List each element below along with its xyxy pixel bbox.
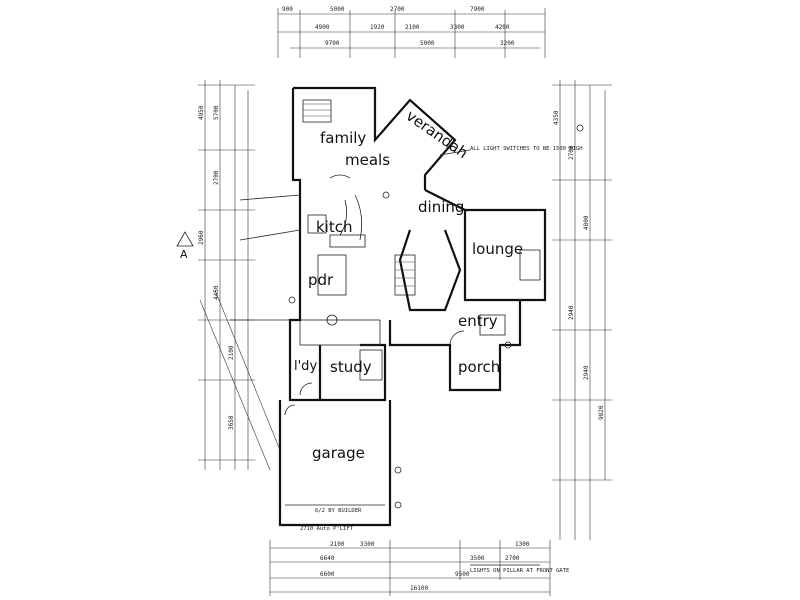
room-label-dining: dining (418, 198, 464, 216)
dim-bottom-2: 3300 (360, 541, 375, 548)
interior-details (230, 99, 584, 566)
room-label-ldy: l'dy (294, 359, 317, 374)
dim-top-12: 3200 (500, 40, 515, 47)
dim-left-4: 2960 (198, 230, 205, 245)
top-dimension-lines (277, 8, 546, 58)
room-label-porch: porch (458, 358, 500, 376)
dim-bottom-4: 6640 (320, 555, 335, 562)
dim-bottom-total: 16100 (410, 585, 428, 592)
room-label-lounge: lounge (472, 240, 523, 258)
dim-top-8: 3300 (450, 24, 465, 31)
note-veranda: ALL LIGHT SWITCHES TO BE 1500 HIGH (470, 146, 583, 152)
right-dimension-lines (552, 80, 612, 540)
dim-top-7: 2100 (405, 24, 420, 31)
dim-left-6: 2100 (228, 345, 235, 360)
note-lights: LIGHTS ON PILLAR AT FRONT GATE (470, 568, 569, 574)
dim-bottom-3: 1300 (515, 541, 530, 548)
dim-right-6: 9820 (598, 405, 605, 420)
dim-top-6: 1920 (370, 24, 385, 31)
dim-top-3: 2700 (390, 6, 405, 13)
dim-bottom-7: 6600 (320, 571, 335, 578)
dim-left-7: 3650 (228, 415, 235, 430)
room-label-garage: garage (312, 444, 365, 462)
dim-bottom-1: 2100 (330, 541, 345, 548)
room-label-kitch: kitch (316, 218, 353, 236)
room-label-family: family (320, 129, 366, 147)
dim-right-2: 2700 (568, 145, 575, 160)
room-label-entry: entry (458, 312, 498, 330)
left-dimension-lines (198, 80, 281, 471)
dim-top-2: 5000 (330, 6, 345, 13)
dim-bottom-5: 3500 (470, 555, 485, 562)
room-label-verandah: verandah (403, 107, 472, 163)
dim-bottom-6: 2700 (505, 555, 520, 562)
room-label-pdr: pdr (308, 271, 334, 289)
note-garage: 6/2 BY BUILDER (315, 508, 362, 514)
dim-top-11: 5000 (420, 40, 435, 47)
dim-left-1: 4950 (198, 105, 205, 120)
dim-right-1: 4350 (553, 110, 560, 125)
section-marker-label: A (180, 248, 188, 261)
dim-top-9: 4200 (495, 24, 510, 31)
dim-top-5: 4900 (315, 24, 330, 31)
dim-left-5: 4450 (213, 285, 220, 300)
dim-right-5: 2940 (583, 365, 590, 380)
note-garage-width: 2710 Auto P'LIFT (300, 526, 354, 532)
dim-top-10: 9700 (325, 40, 340, 47)
room-label-study: study (330, 358, 372, 376)
dim-bottom-8: 9500 (455, 571, 470, 578)
dim-right-3: 4800 (583, 215, 590, 230)
section-marker: A (176, 231, 194, 261)
dim-left-2: 5700 (213, 105, 220, 120)
bottom-dimension-lines (269, 540, 551, 596)
room-label-meals: meals (345, 151, 390, 169)
dim-top-1: 900 (282, 6, 293, 13)
dim-left-3: 2700 (213, 170, 220, 185)
dim-right-4: 2940 (568, 305, 575, 320)
dim-top-4: 7900 (470, 6, 485, 13)
outer-walls (278, 86, 547, 527)
